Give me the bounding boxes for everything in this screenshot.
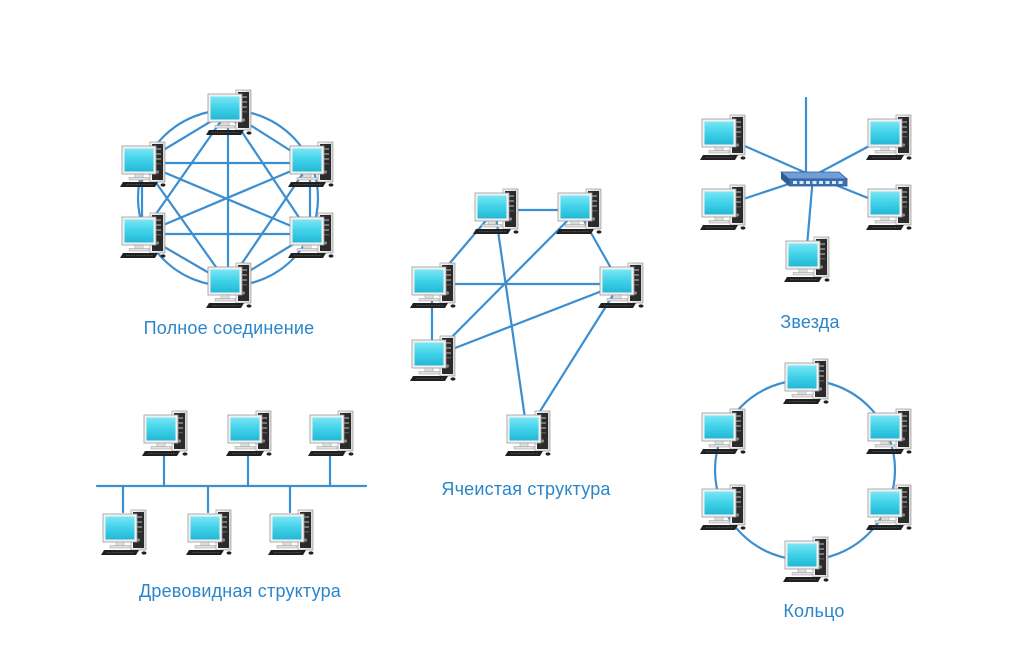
desktop-computer-icon	[185, 509, 232, 556]
desktop-computer-icon	[409, 262, 456, 309]
mesh-link	[430, 282, 622, 359]
desktop-computer-icon	[865, 484, 912, 531]
mesh-link	[525, 282, 622, 434]
caption-ring: Кольцо	[783, 601, 845, 621]
desktop-computer-icon	[782, 536, 829, 583]
desktop-computer-icon	[141, 410, 188, 457]
mesh-link	[493, 208, 529, 434]
desktop-computer-icon	[287, 212, 334, 259]
desktop-computer-icon	[699, 184, 746, 231]
desktop-computer-icon	[205, 89, 252, 136]
desktop-computer-icon	[267, 509, 314, 556]
ring-circle	[713, 378, 897, 562]
caption-tree: Древовидная структура	[139, 581, 341, 601]
desktop-computer-icon	[287, 141, 334, 188]
desktop-computer-icon	[597, 262, 644, 309]
desktop-computer-icon	[225, 410, 272, 457]
desktop-computer-icon	[409, 335, 456, 382]
desktop-computer-icon	[555, 188, 602, 235]
desktop-computer-icon	[865, 184, 912, 231]
desktop-computer-icon	[119, 212, 166, 259]
desktop-computer-icon	[119, 141, 166, 188]
full-mesh-link	[140, 161, 312, 236]
network-switch-icon	[779, 171, 849, 187]
desktop-computer-icon	[865, 114, 912, 161]
network-nodes	[100, 89, 912, 583]
desktop-computer-icon	[699, 484, 746, 531]
desktop-computer-icon	[865, 408, 912, 455]
caption-star: Звезда	[780, 312, 840, 332]
desktop-computer-icon	[205, 262, 252, 309]
desktop-computer-icon	[307, 410, 354, 457]
desktop-computer-icon	[699, 408, 746, 455]
desktop-computer-icon	[100, 509, 147, 556]
desktop-computer-icon	[783, 236, 830, 283]
desktop-computer-icon	[699, 114, 746, 161]
desktop-computer-icon	[504, 410, 551, 457]
caption-mesh: Ячеистая структура	[441, 479, 611, 499]
caption-full-mesh: Полное соединение	[143, 318, 315, 338]
desktop-computer-icon	[782, 358, 829, 405]
